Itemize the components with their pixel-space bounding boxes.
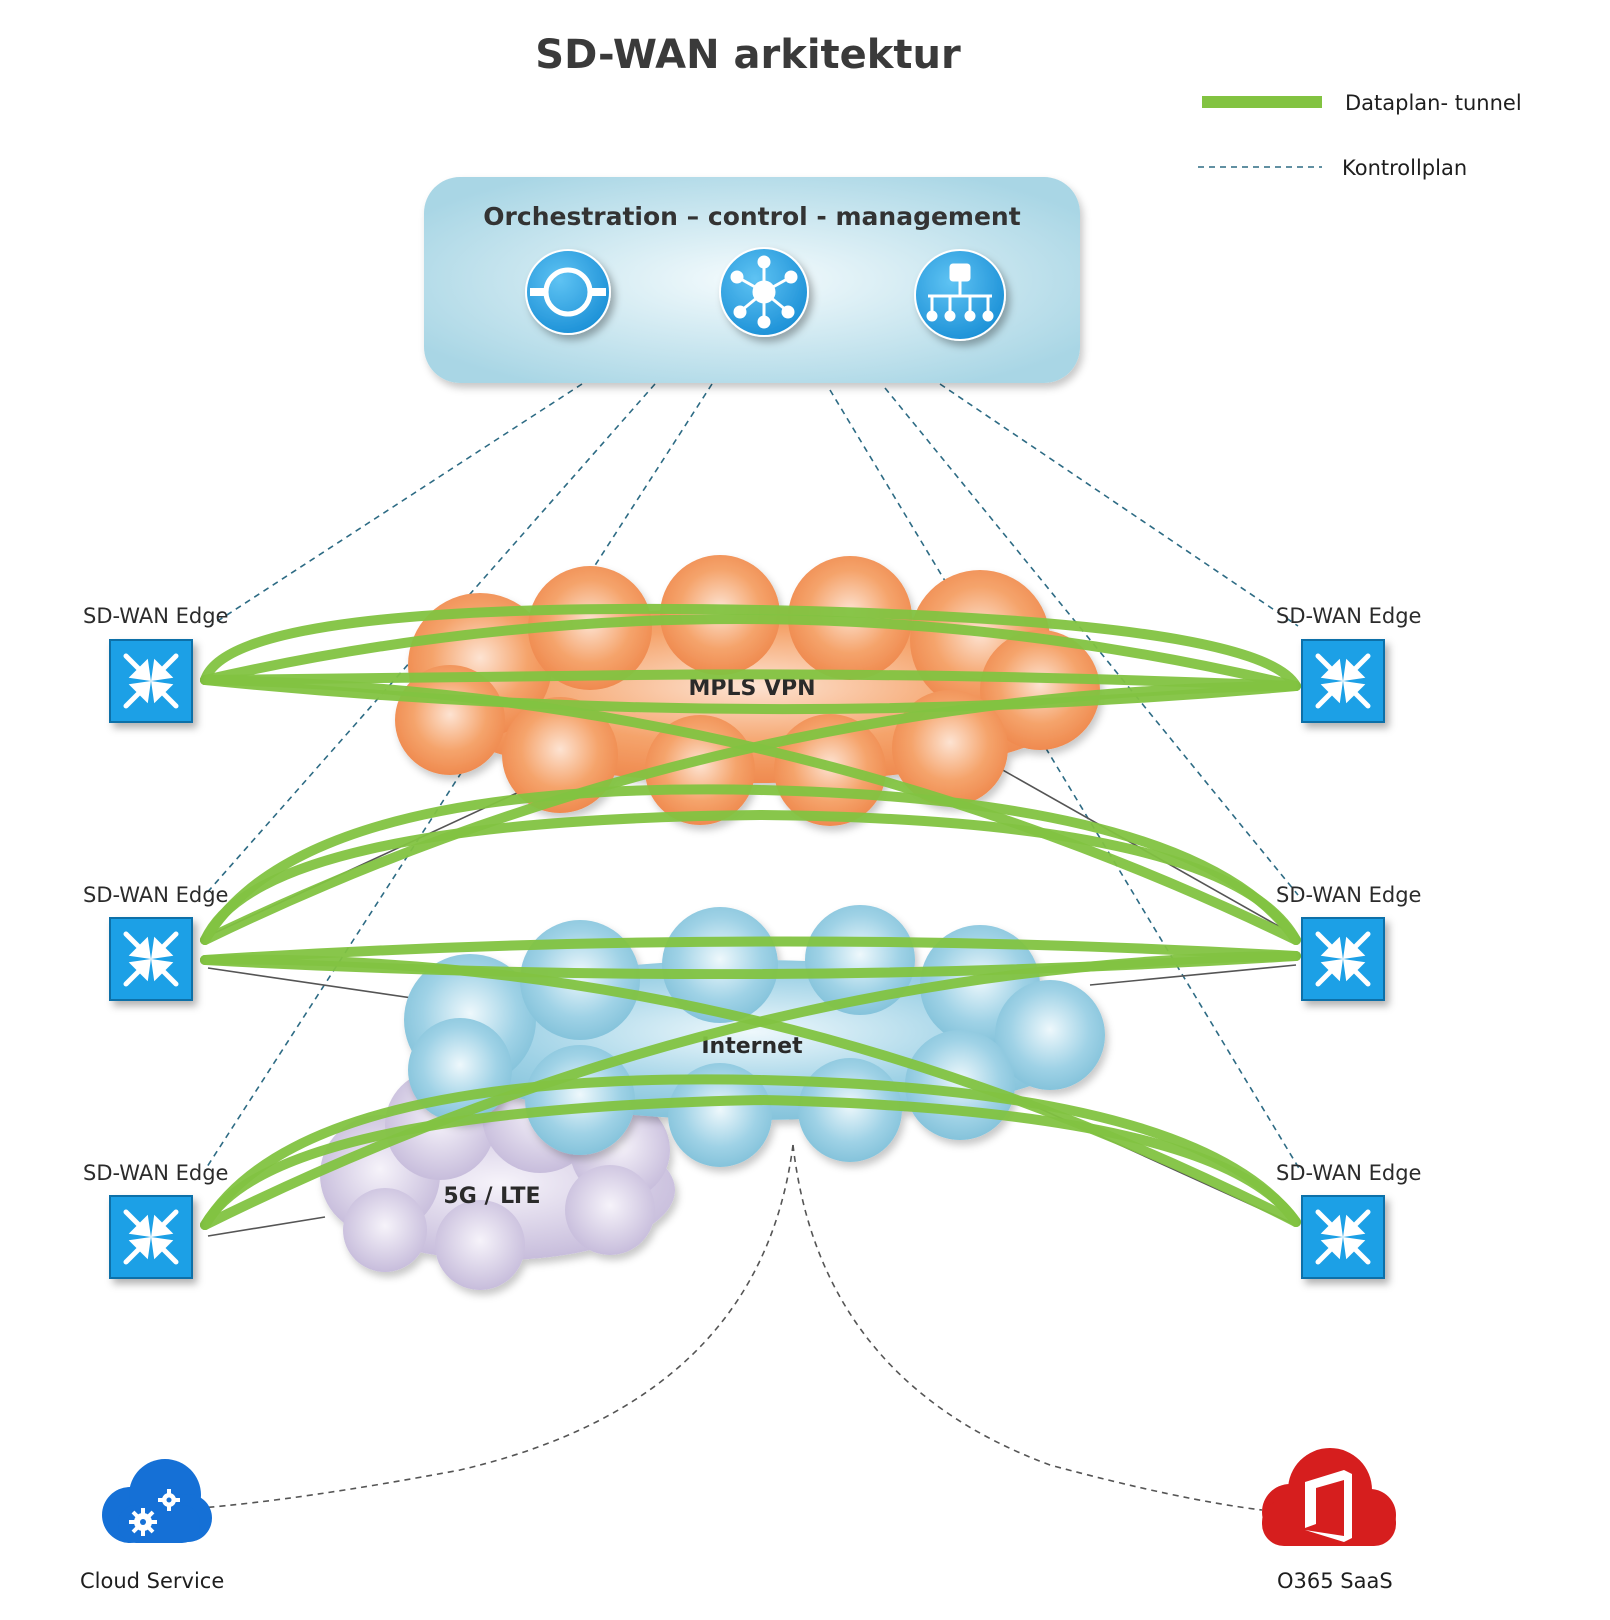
sdwan-edges: SD-WAN Edge SD-WAN Edge SD-WAN Edge [83, 604, 1421, 1279]
tunnel [200, 1094, 1301, 1230]
control-plane-links [204, 383, 1301, 1171]
control-link [204, 383, 713, 1171]
tunnel [200, 784, 1301, 945]
router-arrows-icon [1315, 1209, 1371, 1265]
orchestrator-icon[interactable] [525, 249, 611, 335]
legend-control-label: Kontrollplan [1342, 156, 1467, 180]
page-title: SD-WAN arkitektur [535, 32, 961, 78]
tunnel [200, 1074, 1301, 1230]
office-logo-icon [1305, 1470, 1352, 1542]
edge-left-mid[interactable] [109, 917, 193, 1001]
o365-icon[interactable] [1262, 1448, 1396, 1546]
edge-left-top-label: SD-WAN Edge [83, 604, 228, 628]
edge-left-bot[interactable] [109, 1195, 193, 1279]
router-arrows-icon [123, 931, 179, 987]
control-link [884, 387, 1299, 896]
edge-right-top-label: SD-WAN Edge [1276, 604, 1421, 628]
router-arrows-icon [1315, 653, 1371, 709]
router-arrows-icon [123, 1209, 179, 1265]
data-plane-tunnels [200, 603, 1301, 1230]
orchestration-box: Orchestration – control - management [424, 177, 1080, 383]
cloud-service-link [199, 1144, 794, 1509]
edge-left-mid-label: SD-WAN Edge [83, 883, 228, 907]
edge-right-bot[interactable] [1301, 1195, 1385, 1279]
tunnel [200, 603, 1301, 691]
tunnel [200, 675, 1301, 715]
tunnel [200, 951, 1301, 1230]
router-arrows-icon [1315, 931, 1371, 987]
tunnel [200, 669, 1301, 691]
edge-right-mid-label: SD-WAN Edge [1276, 883, 1421, 907]
control-link [829, 389, 1301, 1171]
router-arrows-icon [123, 653, 179, 709]
tunnel [200, 681, 1301, 945]
tunnel [200, 936, 1301, 965]
legend: Dataplan- tunnel Kontrollplan [1198, 91, 1522, 180]
cloud-service-icon[interactable] [102, 1459, 212, 1543]
access-link [207, 1216, 326, 1237]
tunnel [200, 809, 1301, 945]
tunnel [200, 675, 1301, 945]
management-tree-icon[interactable] [914, 249, 1006, 341]
edge-left-top[interactable] [109, 639, 193, 723]
control-link [204, 383, 656, 896]
edge-right-bot-label: SD-WAN Edge [1276, 1161, 1421, 1185]
orchestration-label: Orchestration – control - management [483, 202, 1020, 231]
o365-label: O365 SaaS [1277, 1569, 1393, 1593]
legend-tunnel-label: Dataplan- tunnel [1345, 91, 1522, 115]
edge-left-bot-label: SD-WAN Edge [83, 1161, 228, 1185]
edge-right-mid[interactable] [1301, 917, 1385, 1001]
tunnel [200, 614, 1301, 691]
controller-hub-icon[interactable] [719, 247, 809, 337]
o365-link [792, 1144, 1263, 1511]
mpls-cloud-label: MPLS VPN [688, 676, 815, 701]
internet-cloud-label: Internet [701, 1034, 803, 1059]
cloud-service-label: Cloud Service [80, 1569, 224, 1593]
lte-cloud-label: 5G / LTE [443, 1184, 540, 1209]
control-link [209, 383, 583, 627]
access-link [1089, 964, 1297, 986]
service-links [199, 1144, 1263, 1511]
edge-right-top[interactable] [1301, 639, 1385, 723]
